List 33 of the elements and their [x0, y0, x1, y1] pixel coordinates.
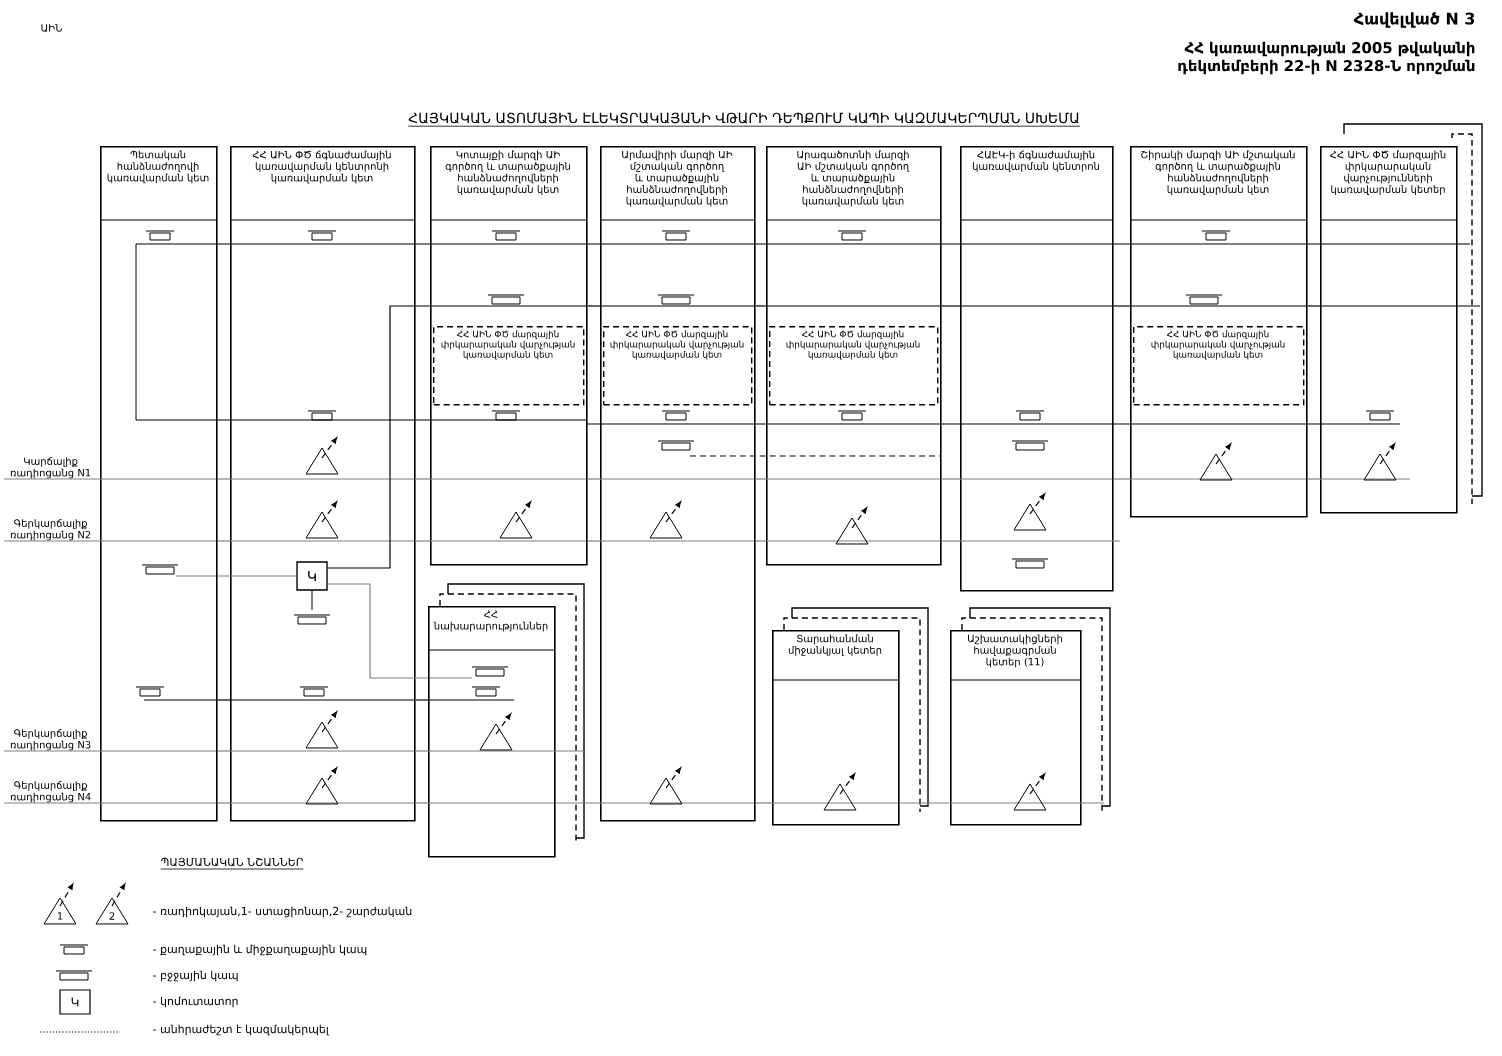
connector-line [3, 802, 101, 804]
connector-line [415, 802, 429, 804]
connector-line [3, 750, 101, 752]
connector-line [1307, 478, 1321, 480]
connector-line [587, 478, 601, 480]
connector-line [941, 305, 961, 307]
connector-line [217, 575, 297, 577]
connector-line [217, 540, 231, 542]
connector-line [1113, 478, 1131, 480]
connector-line [327, 583, 429, 679]
connector-line [415, 540, 431, 542]
connector-line [755, 540, 767, 542]
connector-line [3, 478, 101, 480]
connector-line [755, 478, 767, 480]
connector-line [555, 802, 601, 804]
connector-line [217, 750, 231, 752]
connector-line [941, 478, 961, 480]
connector-line [217, 699, 231, 701]
connector-line [217, 478, 231, 480]
connector-line [755, 305, 767, 307]
connector-line [899, 802, 951, 804]
connector-line [217, 802, 231, 804]
connector-line [587, 540, 601, 542]
connector-line [755, 802, 773, 804]
connector-line [415, 699, 429, 701]
connector-line [587, 305, 601, 307]
connector-line [327, 305, 431, 569]
connector-line [415, 750, 429, 752]
connector-line [1307, 305, 1321, 307]
connector-line [3, 540, 101, 542]
connector-line [941, 540, 961, 542]
connector-line [415, 478, 431, 480]
connector-line [1113, 305, 1131, 307]
